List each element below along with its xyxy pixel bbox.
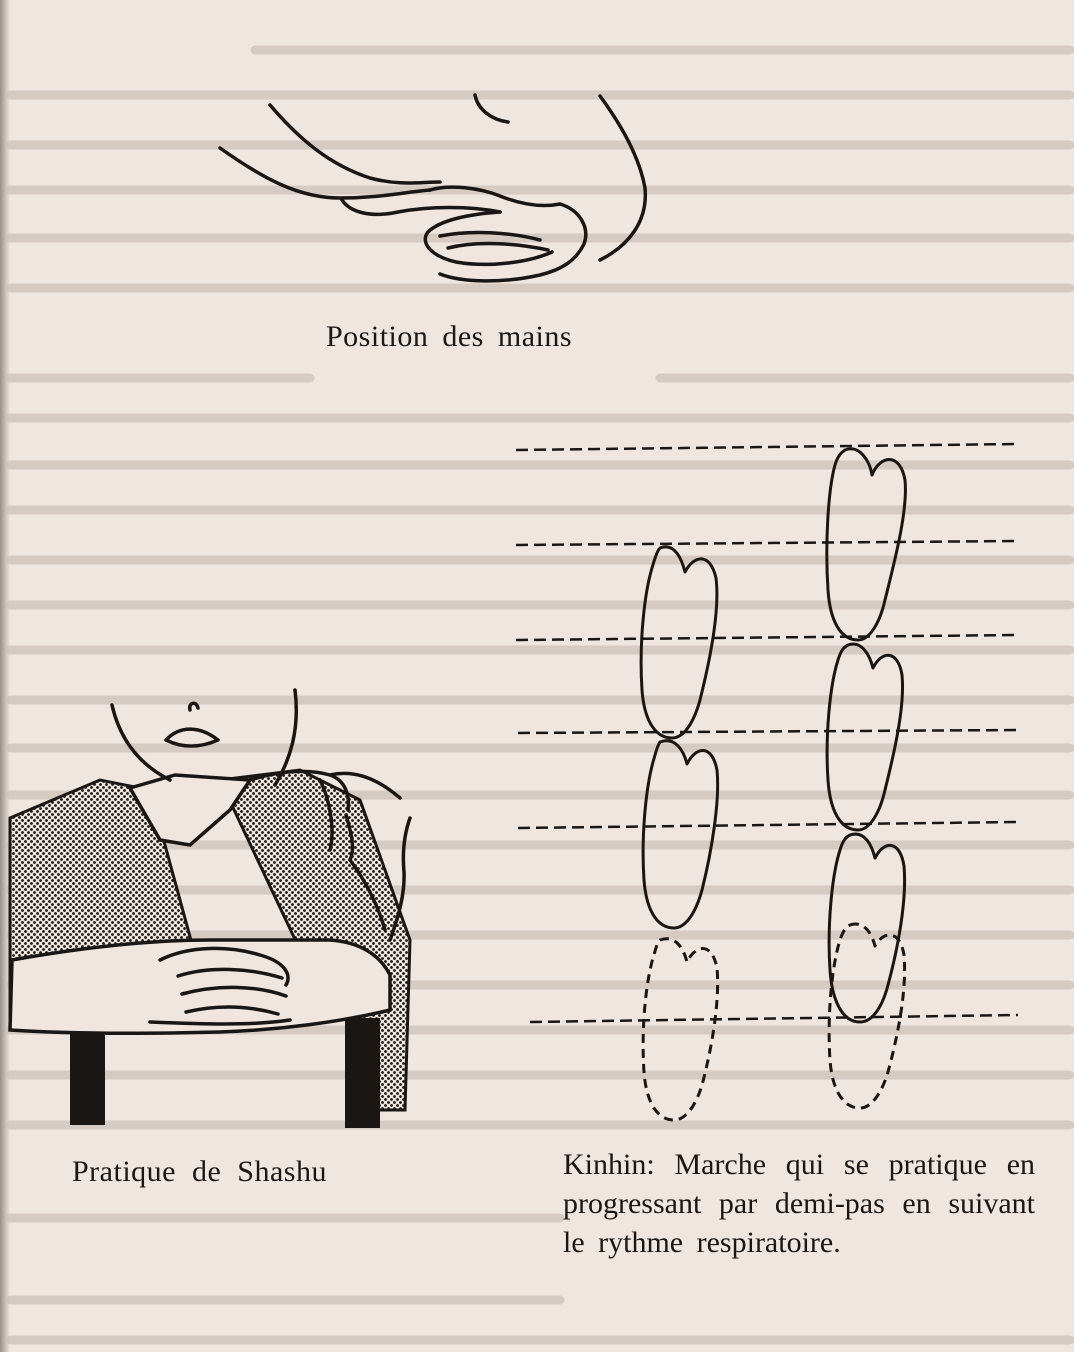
footprint — [827, 644, 902, 830]
shashu-drawing — [10, 690, 410, 1128]
kinhin-caption: Kinhin: Marche qui se pratique en progre… — [563, 1145, 1035, 1262]
kinhin-steps-drawing — [516, 444, 1018, 1120]
footprint-next — [643, 939, 718, 1120]
shashu-caption: Pratique de Shashu — [72, 1155, 327, 1189]
hands-position-caption: Position des mains — [326, 320, 572, 354]
footprint — [827, 449, 906, 640]
footprint — [641, 547, 717, 738]
kinhin-term: Kinhin: — [563, 1148, 655, 1181]
hands-position-drawing — [220, 95, 645, 281]
footprint — [643, 741, 718, 928]
